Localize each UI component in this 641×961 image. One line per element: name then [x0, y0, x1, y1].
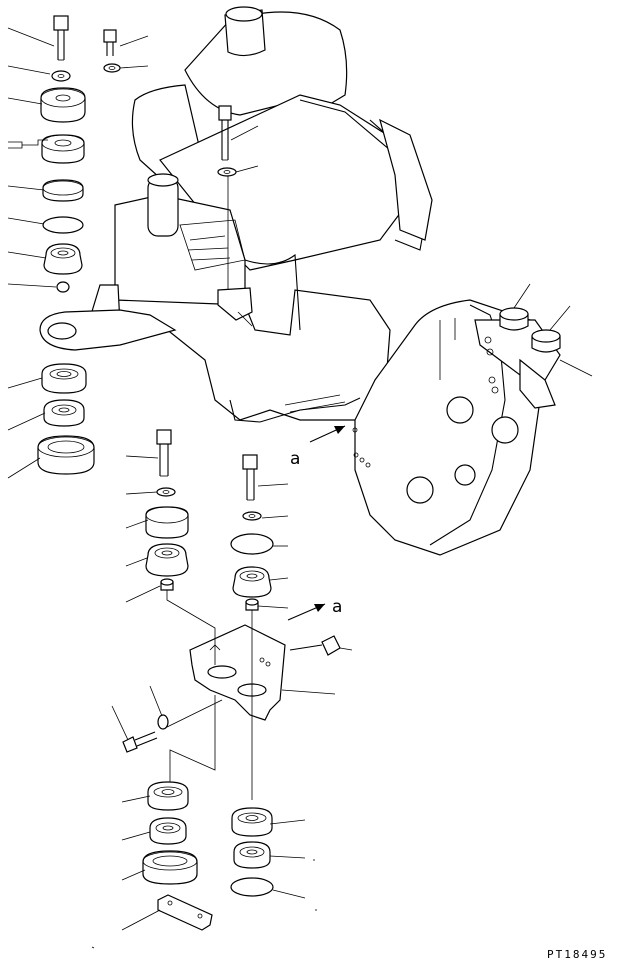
drawing-code: PT18495	[547, 948, 607, 961]
rear-mount-parts	[122, 429, 341, 931]
view-label-a-lower: a	[332, 597, 342, 617]
view-reference-a-upper: a	[290, 425, 346, 469]
leader-lines	[7, 27, 593, 949]
front-mount-parts	[37, 15, 121, 475]
view-label-a-upper: a	[290, 449, 300, 469]
view-reference-a-lower: a	[287, 597, 342, 621]
assembly-center-lines	[164, 590, 253, 800]
engine-assembly	[39, 6, 561, 556]
